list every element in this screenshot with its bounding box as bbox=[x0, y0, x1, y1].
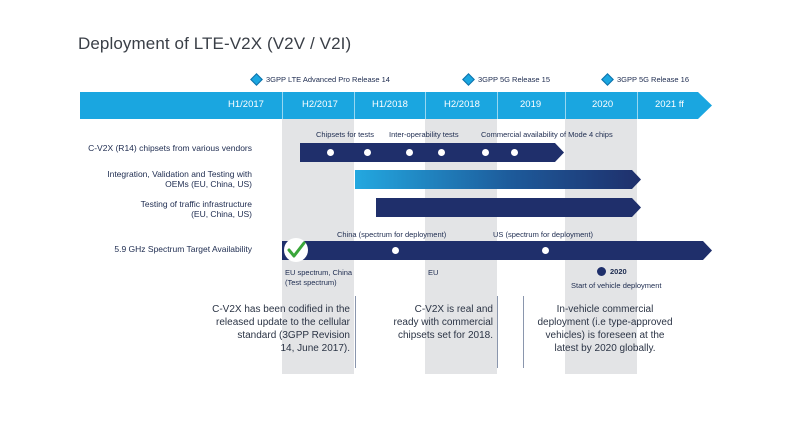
timeline-label: H1/2017 bbox=[228, 99, 264, 110]
release-label: 3GPP 5G Release 15 bbox=[478, 75, 550, 84]
release-marker-15: 3GPP 5G Release 15 bbox=[462, 73, 550, 86]
bar-integration bbox=[355, 170, 641, 189]
note-revision-14: C-V2X has been codified in the released … bbox=[178, 303, 350, 355]
release-marker-14: 3GPP LTE Advanced Pro Release 14 bbox=[250, 73, 390, 86]
row-label-integration: Integration, Validation and Testing with… bbox=[107, 169, 252, 189]
note-line: latest by 2020 globally. bbox=[554, 343, 656, 354]
milestone-dot bbox=[326, 148, 335, 157]
note-line: 14, June 2017). bbox=[280, 343, 351, 354]
diamond-icon bbox=[601, 73, 614, 86]
note-line: vehicles) is foreseen at the bbox=[545, 330, 665, 341]
row-label-line: OEMs (EU, China, US) bbox=[165, 179, 252, 189]
row-label-line: Testing of traffic infrastructure bbox=[140, 199, 252, 209]
milestone-label: EU spectrum, China (Test spectrum) bbox=[285, 268, 352, 288]
note-line: deployment (i.e type-approved bbox=[537, 317, 673, 328]
row-label-spectrum: 5.9 GHz Spectrum Target Availability bbox=[114, 244, 252, 254]
connector-line bbox=[355, 296, 356, 368]
note-line: released update to the cellular bbox=[216, 317, 350, 328]
milestone-label: Start of vehicle deployment bbox=[571, 281, 662, 290]
timeline-divider bbox=[637, 92, 638, 119]
timeline-divider bbox=[497, 92, 498, 119]
note-line: standard (3GPP Revision bbox=[237, 330, 350, 341]
milestone-dot bbox=[541, 246, 550, 255]
milestone-label: China (spectrum for deployment) bbox=[337, 230, 447, 239]
connector-line bbox=[497, 296, 498, 368]
release-label: 3GPP 5G Release 16 bbox=[617, 75, 689, 84]
diamond-icon bbox=[250, 73, 263, 86]
bar-chipsets bbox=[300, 143, 564, 162]
release-marker-16: 3GPP 5G Release 16 bbox=[601, 73, 689, 86]
note-chipsets-2018: C-V2X is real and ready with commercial … bbox=[365, 303, 493, 342]
milestone-dot bbox=[437, 148, 446, 157]
timeline-divider bbox=[565, 92, 566, 119]
milestone-label: EU bbox=[428, 268, 439, 277]
timeline-arrow bbox=[80, 92, 712, 119]
note-line: In-vehicle commercial bbox=[556, 304, 654, 315]
timeline-divider bbox=[282, 92, 283, 119]
milestone-dot bbox=[391, 246, 400, 255]
timeline-label: H1/2018 bbox=[372, 99, 408, 110]
milestone-label: 2020 bbox=[610, 267, 627, 276]
note-vehicle-deployment: In-vehicle commercial deployment (i.e ty… bbox=[525, 303, 685, 355]
milestone-dot bbox=[363, 148, 372, 157]
milestone-dot bbox=[481, 148, 490, 157]
milestone-label: US (spectrum for deployment) bbox=[493, 230, 594, 239]
timeline-label: 2020 bbox=[592, 99, 614, 110]
note-line: ready with commercial bbox=[393, 317, 493, 328]
milestone-dot bbox=[510, 148, 519, 157]
bar-spectrum bbox=[282, 241, 712, 260]
diamond-icon bbox=[462, 73, 475, 86]
checkmark-icon bbox=[284, 238, 308, 262]
milestone-label-line: (Test spectrum) bbox=[285, 278, 337, 287]
timeline-label: 2021 ff bbox=[655, 99, 684, 110]
release-label: 3GPP LTE Advanced Pro Release 14 bbox=[266, 75, 390, 84]
row-label-line: (EU, China, US) bbox=[191, 209, 252, 219]
milestone-label-line: EU spectrum, China bbox=[285, 268, 353, 277]
row-label-infrastructure: Testing of traffic infrastructure (EU, C… bbox=[141, 199, 252, 219]
milestone-label: Inter-operability tests bbox=[389, 130, 459, 139]
connector-line bbox=[523, 296, 524, 368]
milestone-label: Commercial availability of Mode 4 chips bbox=[481, 130, 613, 139]
timeline-label: H2/2017 bbox=[302, 99, 338, 110]
timeline-label: 2019 bbox=[520, 99, 542, 110]
timeline-divider bbox=[425, 92, 426, 119]
note-line: chipsets set for 2018. bbox=[397, 330, 493, 341]
milestone-dot bbox=[405, 148, 414, 157]
milestone-dot-2020 bbox=[597, 267, 606, 276]
row-label-chipsets: C-V2X (R14) chipsets from various vendor… bbox=[88, 143, 252, 153]
milestone-label: Chipsets for tests bbox=[316, 130, 374, 139]
page-title: Deployment of LTE-V2X (V2V / V2I) bbox=[78, 34, 352, 53]
note-line: C-V2X has been codified in the bbox=[212, 304, 350, 315]
timeline-divider bbox=[354, 92, 355, 119]
note-line: C-V2X is real and bbox=[414, 304, 493, 315]
bar-infrastructure bbox=[376, 198, 641, 217]
row-label-line: Integration, Validation and Testing with bbox=[107, 169, 252, 179]
timeline-label: H2/2018 bbox=[444, 99, 480, 110]
